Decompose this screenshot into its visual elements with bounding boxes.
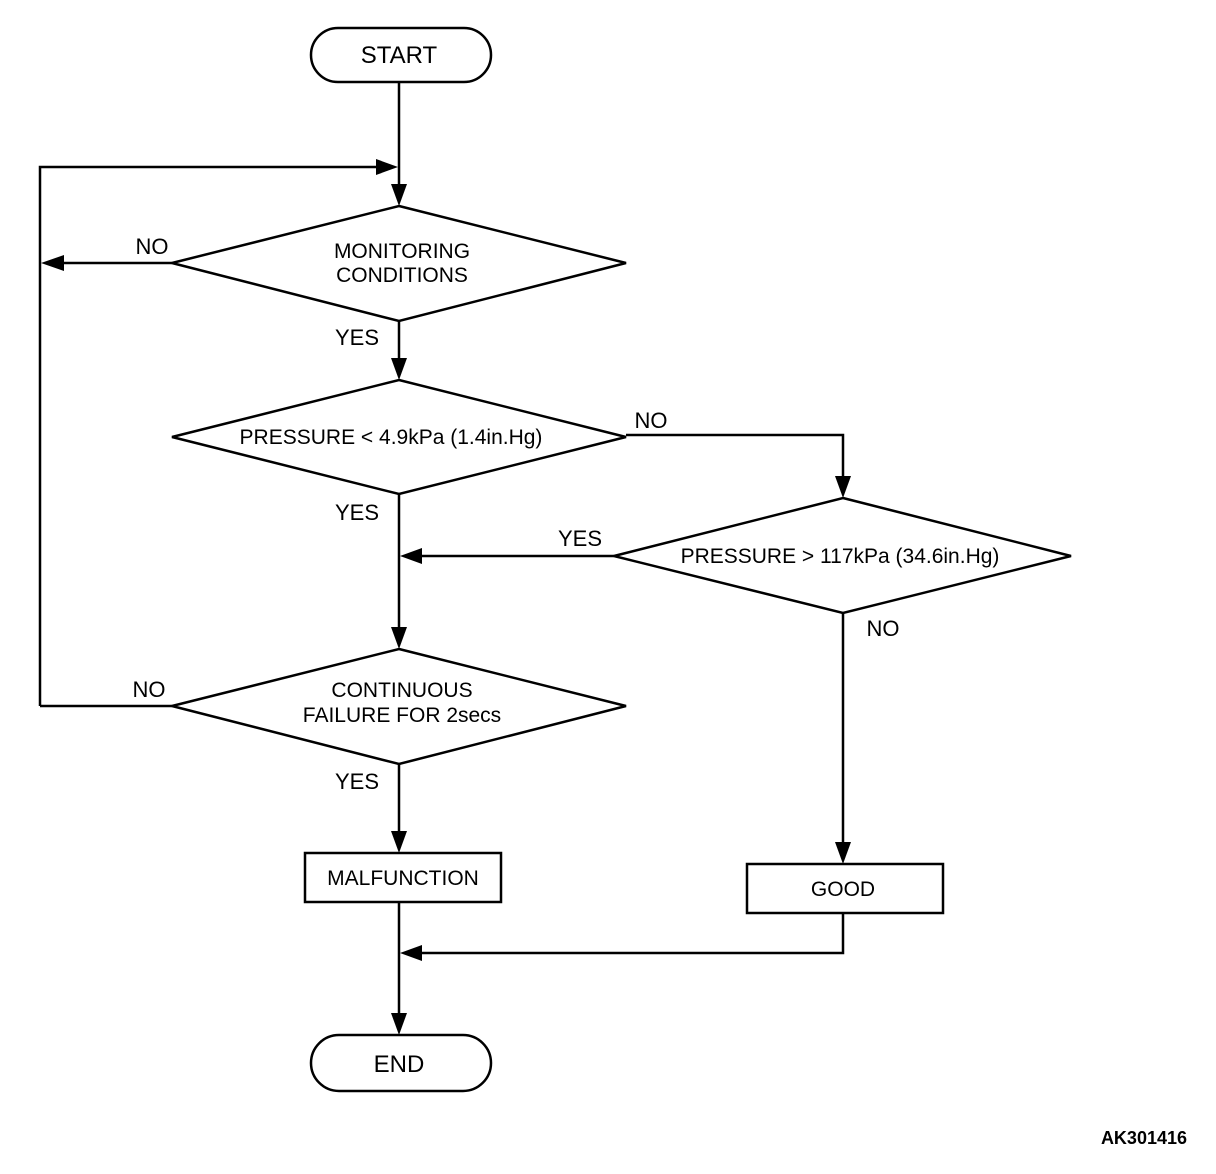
pressure-high-yes-label: YES <box>558 526 602 551</box>
start-terminal: START <box>309 26 493 84</box>
pressure-high-decision: PRESSURE > 117kPa (34.6in.Hg) <box>613 496 1072 615</box>
pressure-low-decision: PRESSURE < 4.9kPa (1.4in.Hg) <box>171 378 627 496</box>
branch-labels: NO YES NO YES YES NO NO YES <box>133 234 900 794</box>
good-box <box>745 862 945 915</box>
good-label: GOOD <box>811 878 875 901</box>
pressure-low-diamond <box>171 378 627 496</box>
start-label: START <box>361 42 438 69</box>
arrowhead-into-continuous <box>391 627 407 649</box>
end-terminal: END <box>309 1033 493 1093</box>
arrowhead-into-monitoring <box>391 184 407 206</box>
monitoring-conditions-diamond <box>171 204 627 323</box>
continuous-no-label: NO <box>133 677 166 702</box>
pressure-high-no-label: NO <box>867 616 900 641</box>
arrowhead-into-end <box>391 1013 407 1035</box>
connector-good-to-end <box>418 913 845 955</box>
malfunction-process: MALFUNCTION <box>303 851 503 904</box>
connectors <box>38 82 845 1017</box>
pressure-high-diamond <box>613 496 1072 615</box>
malfunction-box <box>303 851 503 904</box>
arrowhead-loop-join <box>376 159 398 175</box>
arrowhead-into-good <box>835 842 851 864</box>
pressure-low-label: PRESSURE < 4.9kPa (1.4in.Hg) <box>240 426 543 449</box>
pressure-low-yes-label: YES <box>335 500 379 525</box>
monitoring-yes-label: YES <box>335 325 379 350</box>
continuous-failure-diamond <box>171 647 627 766</box>
continuous-label-line2: FAILURE FOR 2secs <box>303 704 501 727</box>
start-terminal-shape <box>309 26 493 84</box>
continuous-yes-label: YES <box>335 769 379 794</box>
monitoring-no-label: NO <box>136 234 169 259</box>
arrowheads <box>41 159 851 1035</box>
end-label: END <box>374 1051 425 1078</box>
arrowhead-pressure-high-yes <box>400 548 422 564</box>
pressure-high-label: PRESSURE > 117kPa (34.6in.Hg) <box>681 545 1000 568</box>
figure-code: AK301416 <box>1101 1128 1187 1148</box>
pressure-low-no-label: NO <box>635 408 668 433</box>
monitoring-label-line2: CONDITIONS <box>336 264 468 287</box>
connector-pressure-low-no <box>626 433 845 480</box>
arrowhead-into-malfunction <box>391 831 407 853</box>
arrowhead-good-join <box>400 945 422 961</box>
arrowhead-into-pressure-low <box>391 358 407 380</box>
end-terminal-shape <box>309 1033 493 1093</box>
good-process: GOOD <box>745 862 945 915</box>
arrowhead-monitoring-no <box>41 255 64 271</box>
malfunction-label: MALFUNCTION <box>327 867 479 890</box>
monitoring-label-line1: MONITORING <box>334 240 470 263</box>
continuous-failure-decision: CONTINUOUS FAILURE FOR 2secs <box>171 647 627 766</box>
monitoring-conditions-decision: MONITORING CONDITIONS <box>171 204 627 323</box>
connector-loop-rail <box>38 165 380 706</box>
arrowhead-into-pressure-high <box>835 476 851 498</box>
continuous-label-line1: CONTINUOUS <box>331 679 472 702</box>
